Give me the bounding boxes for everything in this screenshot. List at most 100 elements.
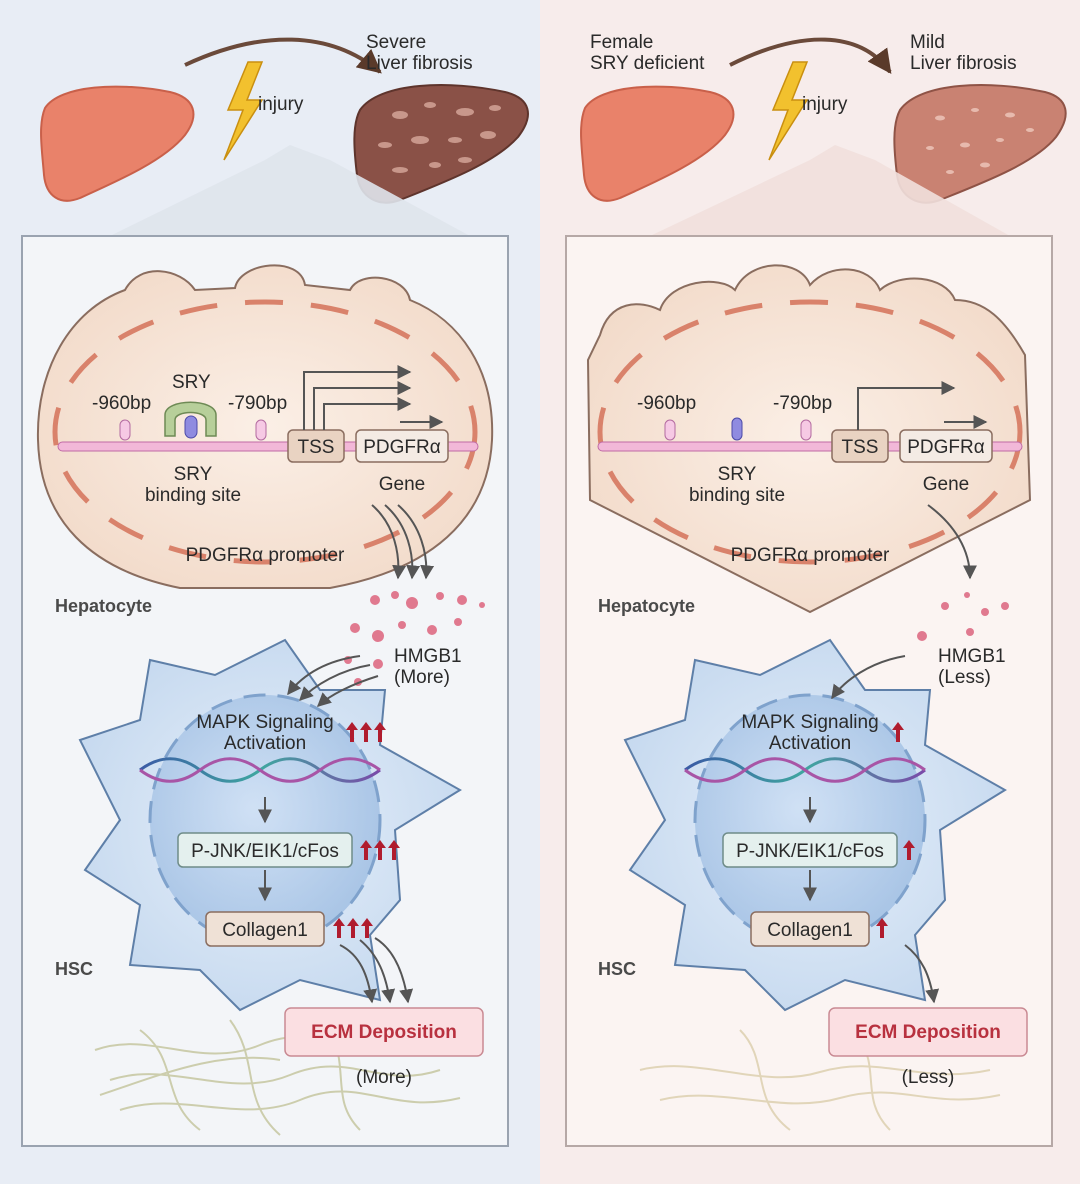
up-arrow-icon bbox=[361, 918, 373, 938]
tss-label: TSS bbox=[298, 437, 335, 458]
gene-box bbox=[899, 429, 993, 463]
hmgb1-label: HMGB1 bbox=[938, 646, 1006, 667]
mild-fibrosis-spots bbox=[926, 108, 1034, 174]
up-arrow-icon bbox=[892, 722, 904, 742]
healthy-liver-icon bbox=[40, 85, 195, 202]
mapk-up-arrows bbox=[892, 722, 904, 742]
hmgb1-uptake-arrow bbox=[831, 655, 906, 700]
healthy-liver-icon bbox=[580, 85, 735, 202]
hepatocyte-label: Hepatocyte bbox=[55, 596, 152, 616]
collagen-box bbox=[205, 911, 325, 947]
up-arrow-icon bbox=[388, 840, 400, 860]
up-arrow-icon bbox=[876, 918, 888, 938]
pathway-box bbox=[177, 832, 353, 868]
transcription-arrows bbox=[303, 365, 444, 430]
pathway-label: P-JNK/EIK1/cFos bbox=[191, 841, 339, 862]
progression-arrow bbox=[729, 37, 892, 74]
hmgb1-uptake-arrows bbox=[287, 655, 379, 707]
condition-title: Female bbox=[590, 32, 653, 53]
condition-subtitle: SRY deficient bbox=[590, 53, 705, 74]
ecm-amount: (More) bbox=[356, 1067, 412, 1088]
gene-box-label: PDGFRα bbox=[907, 437, 985, 458]
outcome-subtitle: Liver fibrosis bbox=[366, 53, 473, 74]
injury-bolt-icon bbox=[768, 61, 809, 161]
mapk-label-2: Activation bbox=[224, 733, 306, 754]
outcome-subtitle: Liver fibrosis bbox=[910, 53, 1017, 74]
up-arrow-icon bbox=[374, 722, 386, 742]
nucleus-membrane bbox=[597, 299, 1023, 565]
pos-960-label: -960bp bbox=[92, 393, 151, 414]
gene-label: Gene bbox=[379, 474, 425, 495]
outcome-title: Severe bbox=[366, 32, 426, 53]
tss-box bbox=[831, 429, 889, 463]
pos-790-label: -790bp bbox=[773, 393, 832, 414]
site-790-marker bbox=[255, 419, 267, 441]
ecm-box bbox=[828, 1007, 1028, 1057]
up-arrow-icon bbox=[346, 722, 358, 742]
collagen-label: Collagen1 bbox=[767, 920, 853, 941]
secretion-arrows bbox=[371, 504, 435, 580]
mapk-label-1: MAPK Signaling bbox=[741, 712, 878, 733]
ecm-label: ECM Deposition bbox=[855, 1022, 1001, 1043]
hepatocyte-label: Hepatocyte bbox=[598, 596, 695, 616]
binding-site-label-1: SRY bbox=[174, 464, 213, 485]
hmgb1-particles bbox=[917, 592, 1009, 641]
binding-site-label-2: binding site bbox=[145, 485, 241, 506]
pathway-up-arrows bbox=[903, 840, 915, 860]
pathway-box bbox=[722, 832, 898, 868]
transcription-arrows bbox=[857, 381, 988, 430]
injury-bolt-icon bbox=[223, 61, 264, 161]
up-arrow-icon bbox=[360, 840, 372, 860]
tss-label: TSS bbox=[842, 437, 879, 458]
binding-site-label-1: SRY bbox=[718, 464, 757, 485]
hsc-label: HSC bbox=[598, 959, 636, 979]
pos-960-label: -960bp bbox=[637, 393, 696, 414]
hsc-label: HSC bbox=[55, 959, 93, 979]
up-arrow-icon bbox=[903, 840, 915, 860]
site-790-marker bbox=[800, 419, 812, 441]
site-960-marker bbox=[664, 419, 676, 441]
injury-label: injury bbox=[258, 94, 304, 115]
dna-helix-icon bbox=[684, 757, 926, 783]
promoter-label: PDGFRα promoter bbox=[186, 545, 345, 566]
panel-female-sry-deficient: Female SRY deficient injury Mild Liver f… bbox=[565, 32, 1067, 1147]
dna-helix-icon bbox=[139, 757, 381, 783]
promoter-label: PDGFRα promoter bbox=[731, 545, 890, 566]
ecm-box bbox=[284, 1007, 484, 1057]
zoom-wedge bbox=[650, 145, 1010, 236]
up-arrow-icon bbox=[374, 840, 386, 860]
nucleus-membrane bbox=[52, 299, 478, 565]
sry-binding-site-marker bbox=[731, 417, 743, 441]
up-arrow-icon bbox=[347, 918, 359, 938]
collagen-label: Collagen1 bbox=[222, 920, 308, 941]
collagen-up-arrows bbox=[876, 918, 888, 938]
injury-label: injury bbox=[802, 94, 848, 115]
site-960-marker bbox=[119, 419, 131, 441]
hmgb1-amount: (More) bbox=[394, 667, 450, 688]
ecm-label: ECM Deposition bbox=[311, 1022, 457, 1043]
gene-box-label: PDGFRα bbox=[363, 437, 441, 458]
outcome-title: Mild bbox=[910, 32, 945, 53]
mapk-label-1: MAPK Signaling bbox=[196, 712, 333, 733]
ecm-amount: (Less) bbox=[902, 1067, 955, 1088]
gene-label: Gene bbox=[923, 474, 969, 495]
sry-protein-icon bbox=[164, 401, 217, 437]
sry-binding-site-marker bbox=[184, 415, 198, 439]
binding-site-label-2: binding site bbox=[689, 485, 785, 506]
hmgb1-amount: (Less) bbox=[938, 667, 991, 688]
panel-male: injury Severe Liver fibrosis -960bp -790… bbox=[21, 32, 529, 1147]
collagen-up-arrows bbox=[333, 918, 373, 938]
deposition-arrow bbox=[904, 944, 940, 1004]
sry-protein-label: SRY bbox=[172, 372, 211, 393]
tss-box bbox=[287, 429, 345, 463]
hmgb1-label: HMGB1 bbox=[394, 646, 462, 667]
pathway-label: P-JNK/EIK1/cFos bbox=[736, 841, 884, 862]
up-arrow-icon bbox=[360, 722, 372, 742]
mapk-up-arrows bbox=[346, 722, 386, 742]
progression-arrow bbox=[184, 37, 382, 74]
pathway-up-arrows bbox=[360, 840, 400, 860]
pos-790-label: -790bp bbox=[228, 393, 287, 414]
fibrosis-spots bbox=[378, 102, 501, 173]
zoom-wedge bbox=[110, 145, 470, 236]
